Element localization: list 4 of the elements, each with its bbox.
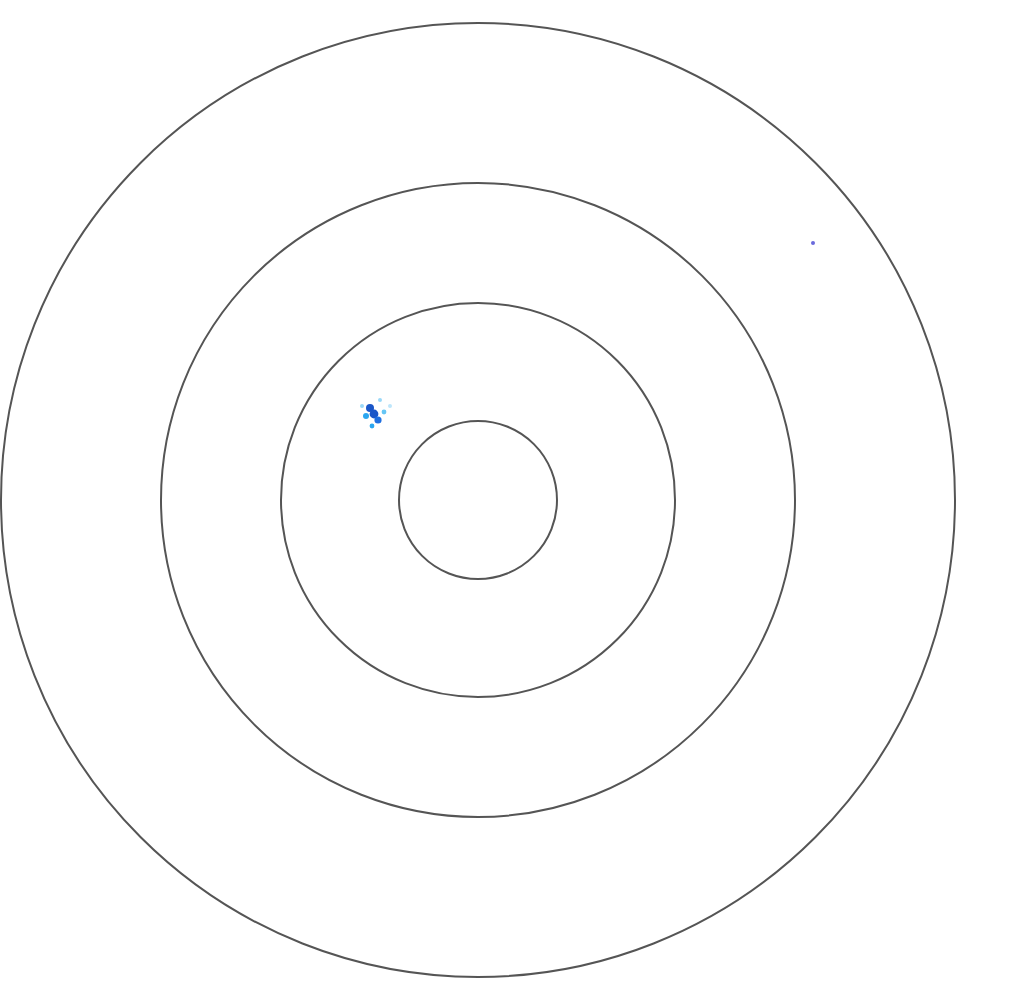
target-ring bbox=[0, 22, 956, 978]
target-ring bbox=[280, 302, 676, 698]
target-ring bbox=[398, 420, 558, 580]
target-ring bbox=[160, 182, 796, 818]
